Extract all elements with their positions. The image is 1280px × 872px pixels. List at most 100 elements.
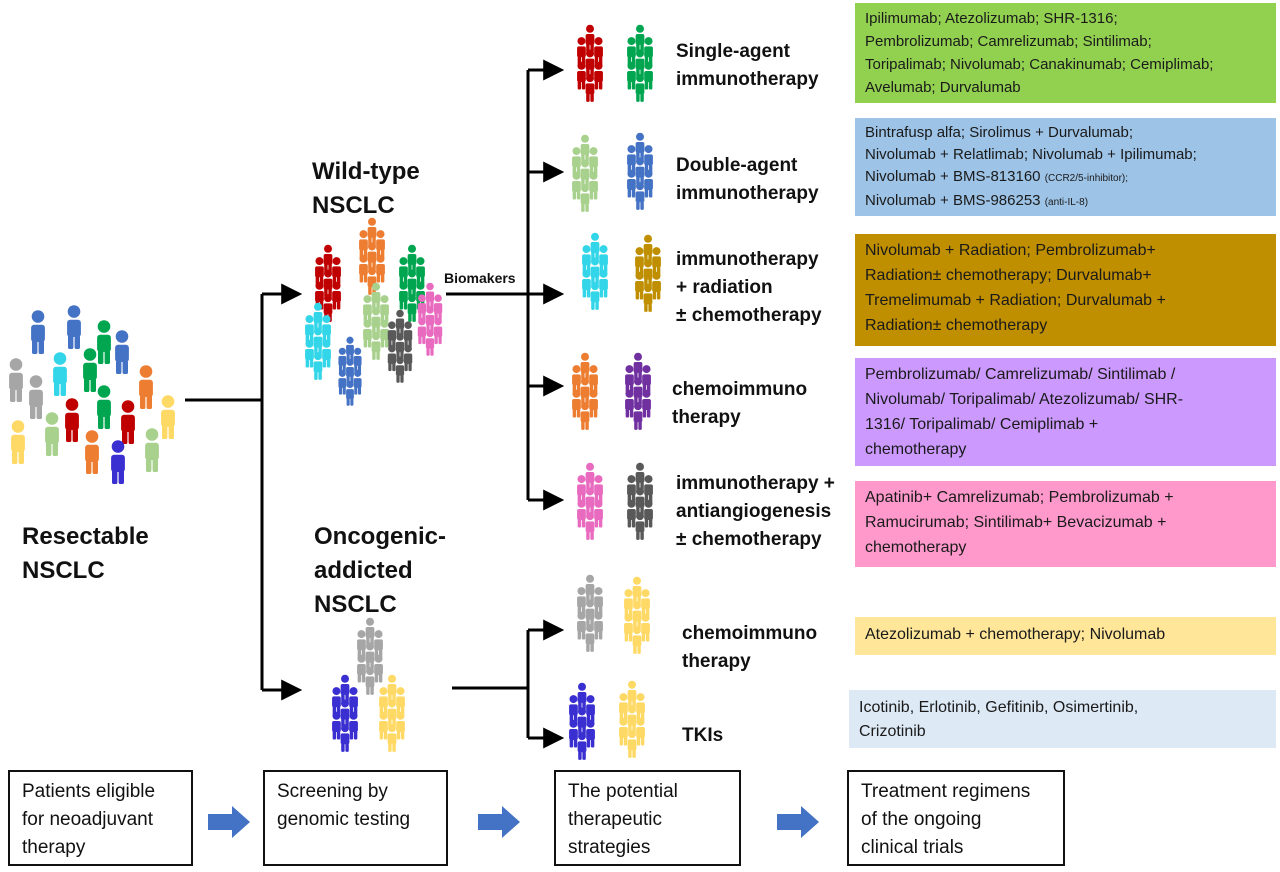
person-icon [399, 281, 408, 310]
person-icon [367, 242, 377, 271]
person-icon [376, 254, 385, 283]
person-icon [635, 157, 645, 186]
person-icon [582, 245, 591, 273]
person-icon [624, 589, 633, 617]
person-icon [332, 257, 341, 285]
person-icon [407, 269, 417, 298]
person-icon [594, 37, 603, 65]
person-icon [365, 642, 375, 671]
person-icon [643, 234, 653, 263]
strategy-radiation: immunotherapy+ radiation± chemotherapy [676, 249, 822, 326]
person-icon [572, 389, 581, 418]
person-icon [365, 667, 375, 695]
person-icon [367, 267, 377, 295]
person-icon [407, 294, 417, 322]
regimen-box-double-agent: Bintrafusp alfa; Sirolimus + Durvalumab;… [855, 118, 1276, 216]
person-icon [586, 695, 595, 723]
person-icon [627, 145, 636, 173]
person-icon [643, 284, 653, 312]
person-icon [387, 344, 397, 372]
person-icon [353, 369, 362, 395]
person-icon [580, 402, 590, 430]
person-icon [635, 247, 644, 275]
person-icon [363, 319, 372, 348]
person-icon [635, 182, 645, 210]
person-icon [425, 329, 435, 356]
person-icon [139, 365, 153, 409]
person-icon [635, 132, 645, 161]
person-icon [585, 462, 595, 491]
person-icon [359, 254, 368, 283]
person-icon [340, 724, 350, 752]
person-icon [577, 682, 587, 711]
connector-lines [185, 59, 565, 749]
person-icon [577, 475, 586, 503]
arrow-right-icon [777, 806, 819, 838]
person-icon [572, 147, 581, 175]
person-icon [380, 319, 389, 348]
person-icon [644, 37, 653, 65]
heading-line: NSCLC [312, 192, 395, 219]
person-icon [625, 365, 634, 393]
person-icon [632, 601, 642, 630]
regimen-box-tkis: Icotinib, Erlotinib, Gefitinib, Osimerti… [849, 690, 1276, 748]
person-icon [346, 358, 354, 384]
person-icon [403, 321, 413, 348]
regimen-box-radiation: Nivolumab + Radiation; Pembrolizumab+Rad… [855, 234, 1276, 346]
person-icon [585, 49, 595, 78]
person-icon [97, 320, 111, 364]
person-icon [642, 365, 651, 393]
person-icon [599, 269, 608, 298]
person-icon [349, 711, 358, 740]
person-icon [417, 294, 427, 321]
person-icon [635, 512, 645, 540]
person-icon [346, 336, 354, 362]
person-icon [65, 398, 79, 442]
person-icon [580, 377, 590, 406]
person-icon [625, 389, 634, 418]
biomarkers-label: Biomakers [444, 270, 516, 286]
person-icon [417, 317, 427, 345]
person-icon [585, 24, 595, 53]
person-icon [580, 352, 590, 381]
person-icon [635, 487, 645, 516]
person-icon [636, 693, 645, 721]
wild-type-heading: Wild-type NSCLC [312, 155, 420, 223]
person-icon [589, 147, 598, 175]
person-icon [633, 377, 643, 406]
heading-line: Resectable [22, 523, 149, 550]
person-icon [627, 680, 637, 709]
person-icon [599, 245, 608, 273]
person-icon [322, 339, 331, 368]
person-icon [396, 711, 405, 740]
person-icon [387, 699, 397, 728]
person-icon [643, 259, 653, 288]
person-icon [371, 307, 381, 336]
regimen-box-chemoimmuno: Pembrolizumab/ Camrelizumab/ Sintilimab … [855, 358, 1276, 466]
person-icon [313, 327, 323, 356]
person-icon [619, 693, 628, 721]
person-icon [585, 487, 595, 516]
person-icon [627, 705, 637, 734]
person-icon [363, 295, 372, 323]
person-icon [332, 711, 341, 740]
heading-line: addicted [314, 557, 413, 584]
step-arrows [208, 806, 819, 838]
person-icon [585, 574, 595, 603]
person-icon [577, 587, 586, 615]
person-icon [569, 695, 578, 723]
person-icon [627, 499, 636, 528]
person-icon [313, 302, 323, 331]
person-icon [594, 61, 603, 90]
person-icon [585, 624, 595, 652]
person-icon [644, 499, 653, 528]
arrow-right-icon [478, 806, 520, 838]
person-icon [590, 282, 600, 310]
person-icon [359, 230, 368, 258]
